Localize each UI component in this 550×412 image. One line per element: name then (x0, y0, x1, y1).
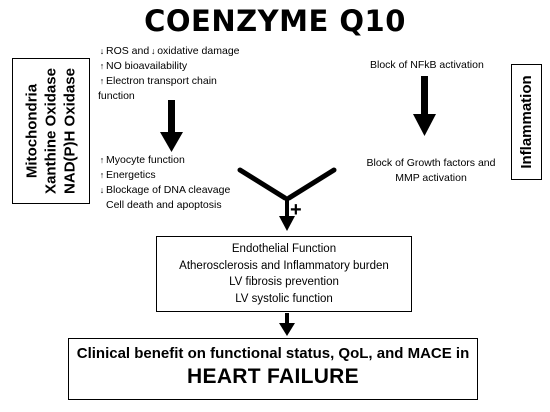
diagram-title: COENZYME Q10 (144, 4, 406, 38)
up-arrow-icon: ↑ (99, 61, 105, 71)
effect-ros: ↓ROS and↓oxidative damage (99, 45, 240, 57)
inflammation-effect-nfkb: Block of NFkB activation (370, 59, 484, 71)
effect-cell-death: Cell death and apoptosis (106, 199, 222, 211)
down-arrow-icon: ↓ (150, 46, 156, 56)
up-arrow-icon: ↑ (99, 76, 105, 86)
arrow-mitochondria-down (160, 100, 183, 152)
plus-sign: + (290, 199, 302, 221)
effect-no-bioavailability: ↑NO bioavailability (99, 60, 188, 72)
arrow-outcomes-to-benefit (279, 313, 295, 336)
outcome-lv-fibrosis: LV fibrosis prevention (229, 276, 339, 288)
outcome-endothelial-function: Endothelial Function (231, 243, 337, 255)
outcome-lv-systolic: LV systolic function (235, 292, 333, 305)
down-arrow-icon: ↓ (99, 185, 105, 195)
effect-dna-cleavage: ↓Blockage of DNA cleavage (99, 184, 231, 196)
up-arrow-icon: ↑ (99, 170, 105, 180)
outcome-atherosclerosis: Atherosclerosis and Inflammatory burden (179, 259, 389, 272)
merge-connector (237, 167, 337, 231)
effect-myocyte-function: ↑Myocyte function (99, 154, 185, 166)
mito-effects-bottom: ↑Myocyte function ↑Energetics ↓Blockage … (98, 153, 231, 213)
inflammation-source-box: Inflammation (511, 64, 542, 180)
arrow-inflammation-down (413, 76, 436, 136)
mitochondria-source-box: Mitochondria Xanthine Oxidase NAD(P)H Ox… (12, 58, 90, 204)
mito-effects-top: ↓ROS and↓oxidative damage ↑NO bioavailab… (98, 44, 240, 104)
heart-failure-text: HEART FAILURE (187, 365, 359, 388)
down-arrow-icon: ↓ (99, 46, 105, 56)
outcomes-box: Endothelial Function Atherosclerosis and… (156, 236, 412, 312)
effect-electron-transport-cont: function (98, 90, 135, 102)
effect-electron-transport: ↑Electron transport chain (99, 75, 217, 87)
clinical-benefit-box: Clinical benefit on functional status, Q… (68, 338, 478, 400)
inflammation-effect-growth-factors: Block of Growth factors and MMP activati… (366, 157, 496, 184)
effect-energetics: ↑Energetics (99, 169, 156, 181)
clinical-benefit-text: Clinical benefit on functional status, Q… (76, 345, 470, 362)
up-arrow-icon: ↑ (99, 155, 105, 165)
